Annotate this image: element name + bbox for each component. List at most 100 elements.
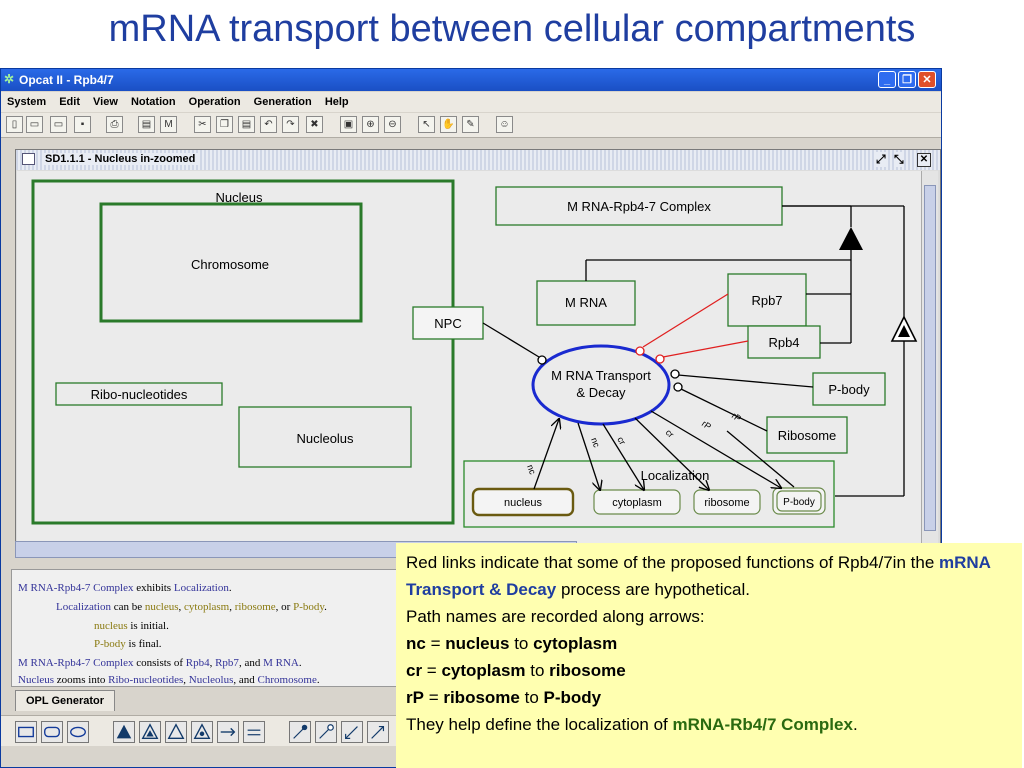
save-icon[interactable]: ▪ <box>74 116 91 133</box>
opl-line-6: Nucleus zooms into Ribo-nucleotides, Nuc… <box>18 674 320 686</box>
tagged-link-tool-icon[interactable] <box>217 721 239 743</box>
aggregation-triangle-icon <box>839 227 863 250</box>
note-paragraph-2: Path names are recorded along arrows: <box>406 607 705 626</box>
opl-line-5: M RNA-Rpb4-7 Complex consists of Rpb4, R… <box>18 657 302 669</box>
menu-notation[interactable]: Notation <box>130 96 176 108</box>
opl-line-1: M RNA-Rpb4-7 Complex exhibits Localizati… <box>18 582 232 594</box>
complex-label: M RNA-Rpb4-7 Complex <box>567 199 711 214</box>
nucleolus-label: Nucleolus <box>296 431 354 446</box>
instrument-link-tool-icon[interactable] <box>315 721 337 743</box>
npc-object[interactable] <box>412 306 484 340</box>
note-cr-line: cr = cytoplasm to ribosome <box>406 661 626 680</box>
state-ribosome[interactable] <box>693 489 761 515</box>
hand-icon[interactable]: ✋ <box>440 116 457 133</box>
pbody-label: P-body <box>828 382 870 397</box>
pencil-icon[interactable]: ✎ <box>462 116 479 133</box>
close-button[interactable]: ✕ <box>918 71 936 88</box>
path-label-rp-2: rP <box>730 410 743 423</box>
aggregation-tool-icon[interactable] <box>113 721 135 743</box>
menu-edit[interactable]: Edit <box>59 96 80 108</box>
bidirectional-link-tool-icon[interactable] <box>243 721 265 743</box>
restore-frame-icon[interactable]: ⤡ <box>894 152 904 167</box>
state-cytoplasm-label: cytoplasm <box>612 497 662 509</box>
diagram-frame-titlebar[interactable]: SD1.1.1 - Nucleus in-zoomed ⤢ ⤡ ✕ <box>16 150 940 170</box>
diagram-frame-title: SD1.1.1 - Nucleus in-zoomed <box>42 153 199 165</box>
rounded-object-tool-icon[interactable] <box>41 721 63 743</box>
effect-link-tool-icon[interactable] <box>341 721 363 743</box>
fit-icon[interactable]: ▣ <box>340 116 357 133</box>
redo-icon[interactable]: ↷ <box>282 116 299 133</box>
mrna-label: M RNA <box>565 295 607 310</box>
opd-diagram: Nucleus Chromosome Ribo-nucleotides Nucl… <box>31 179 918 528</box>
state-nucleus-label: nucleus <box>504 497 542 509</box>
open-folder-icon[interactable]: ▭ <box>26 116 43 133</box>
ribo-nucleotides-object[interactable] <box>55 382 223 406</box>
nucleolus-object[interactable] <box>238 406 412 468</box>
classification-tool-icon[interactable] <box>191 721 213 743</box>
mrna-transport-decay-process[interactable] <box>531 344 671 426</box>
maximize-button[interactable]: ❐ <box>898 71 916 88</box>
nucleus-object[interactable] <box>31 179 455 525</box>
delete-icon[interactable]: ✖ <box>306 116 323 133</box>
path-label-cr-2: cr <box>664 427 676 439</box>
exhibition-tool-icon[interactable] <box>139 721 161 743</box>
menu-generation[interactable]: Generation <box>253 96 312 108</box>
ribosome-object[interactable] <box>766 416 848 454</box>
menu-help[interactable]: Help <box>324 96 349 108</box>
diagram-canvas[interactable]: Nucleus Chromosome Ribo-nucleotides Nucl… <box>17 171 921 545</box>
process-label-line2: & Decay <box>576 385 626 400</box>
chromosome-object[interactable] <box>99 202 363 323</box>
path-label-nc-2: nc <box>589 436 602 449</box>
undo-icon[interactable]: ↶ <box>260 116 277 133</box>
menu-system[interactable]: System <box>7 96 47 108</box>
agent-link-tool-icon[interactable] <box>289 721 311 743</box>
window-titlebar[interactable]: ✲ Opcat II - Rpb4/7 _ ❐ ✕ <box>1 69 941 91</box>
pbody-object[interactable] <box>812 372 886 406</box>
rpb7-label: Rpb7 <box>751 293 782 308</box>
generalization-tool-icon[interactable] <box>165 721 187 743</box>
state-pbody-label: P-body <box>783 497 815 508</box>
rpb7-link-dot <box>635 346 645 356</box>
ribosome-label: Ribosome <box>778 428 837 443</box>
note-paragraph-1: Red links indicate that some of the prop… <box>406 553 991 599</box>
menu-view[interactable]: View <box>93 96 118 108</box>
state-pbody[interactable] <box>772 487 826 515</box>
process-tool-icon[interactable] <box>67 721 89 743</box>
result-link-tool-icon[interactable] <box>367 721 389 743</box>
object-tool-icon[interactable] <box>15 721 37 743</box>
state-ribosome-label: ribosome <box>704 497 749 509</box>
close-frame-icon[interactable]: ✕ <box>917 153 931 167</box>
rpb4-object[interactable] <box>747 325 821 359</box>
opl-line-2: Localization can be nucleus, cytoplasm, … <box>56 601 327 613</box>
minimize-button[interactable]: _ <box>878 71 896 88</box>
model-icon[interactable]: M <box>160 116 177 133</box>
rpb4-link-dot <box>655 354 665 364</box>
close-file-icon[interactable]: ▭ <box>50 116 67 133</box>
diagram-frame: SD1.1.1 - Nucleus in-zoomed ⤢ ⤡ ✕ Nucleu… <box>15 149 941 557</box>
state-nucleus[interactable] <box>471 487 575 517</box>
paste-icon[interactable]: ▤ <box>238 116 255 133</box>
print-icon[interactable]: ⎙ <box>106 116 123 133</box>
diagram-vertical-scrollbar[interactable] <box>921 171 938 545</box>
explanation-note: Red links indicate that some of the prop… <box>396 543 1022 768</box>
users-icon[interactable]: ☺ <box>496 116 513 133</box>
zoom-out-icon[interactable]: ⊖ <box>384 116 401 133</box>
menu-bar: System Edit View Notation Operation Gene… <box>1 92 941 112</box>
localization-attribute[interactable] <box>463 460 835 528</box>
path-label-rp-1: rP <box>700 418 713 431</box>
copy-icon[interactable]: ❐ <box>216 116 233 133</box>
process-label-line1: M RNA Transport <box>551 368 651 383</box>
cut-icon[interactable]: ✂ <box>194 116 211 133</box>
zoom-in-icon[interactable]: ⊕ <box>362 116 379 133</box>
new-file-icon[interactable]: ▯ <box>6 116 23 133</box>
properties-icon[interactable]: ▤ <box>138 116 155 133</box>
menu-operation[interactable]: Operation <box>188 96 241 108</box>
tab-opl-generator[interactable]: OPL Generator <box>15 690 115 711</box>
localization-label: Localization <box>641 468 710 483</box>
frame-doc-icon <box>22 153 35 165</box>
nucleus-label: Nucleus <box>216 190 263 205</box>
undock-icon[interactable]: ⤢ <box>876 152 886 167</box>
note-paragraph-3: They help define the localization of mRN… <box>406 715 858 734</box>
note-rp-line: rP = ribosome to P-body <box>406 688 602 707</box>
pointer-icon[interactable]: ↖ <box>418 116 435 133</box>
